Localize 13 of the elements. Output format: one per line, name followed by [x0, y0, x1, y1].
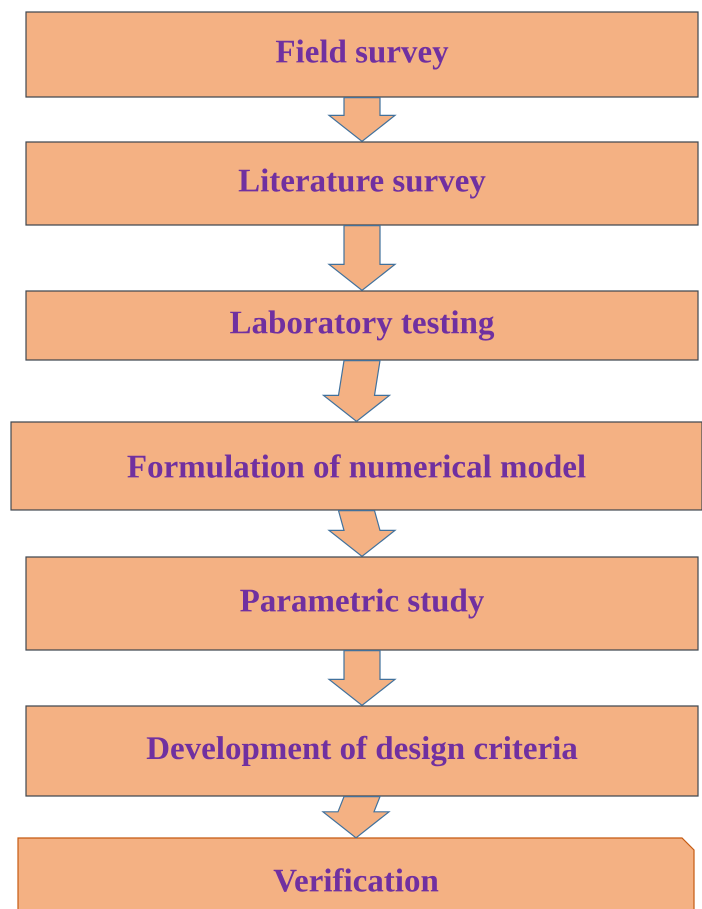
block-arrow: [327, 650, 397, 706]
block-arrow: [327, 97, 397, 142]
block-arrow: [322, 360, 392, 422]
process-box: Field survey: [25, 11, 699, 98]
process-box: Parametric study: [25, 556, 699, 651]
process-box: Literature survey: [25, 141, 699, 226]
block-arrow: [327, 510, 397, 558]
block-arrow: [327, 225, 397, 292]
block-arrow: [321, 796, 391, 839]
process-box: Laboratory testing: [25, 290, 699, 361]
process-box: Development of design criteria: [25, 705, 699, 797]
process-box: Verification: [17, 837, 695, 909]
process-box: Formulation of numerical model: [10, 421, 702, 511]
